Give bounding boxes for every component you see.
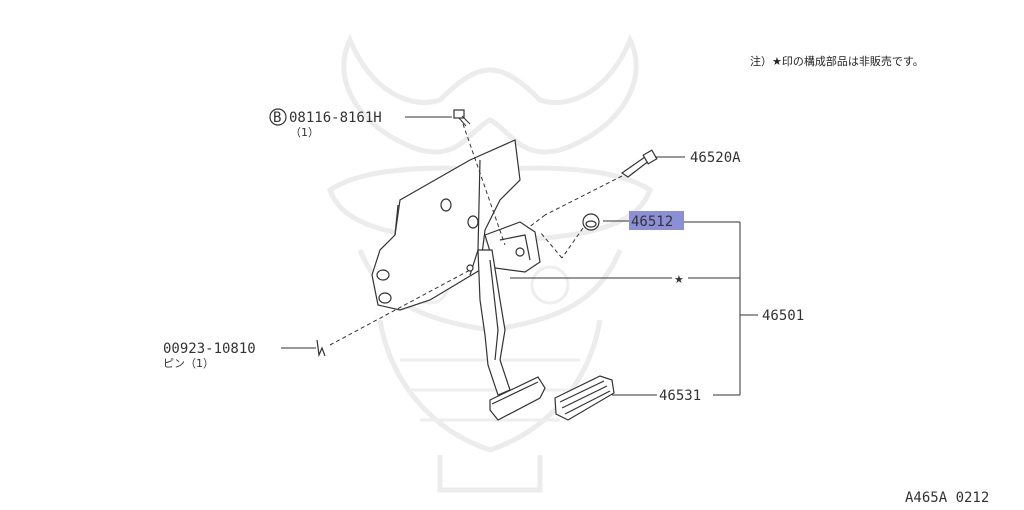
label-08116-qty: （1） [290,126,319,139]
dashed-guides [329,123,623,346]
bolt-46520a [620,149,658,178]
label-08116-8161h[interactable]: 08116-8161H [289,110,382,126]
pedal-bracket [371,139,521,311]
label-46501[interactable]: 46501 [762,308,804,324]
highlight-46512 [629,211,684,230]
bolt-b-circle [269,108,287,126]
diagram-code: A465A 0212 [905,490,989,506]
bushing-46512 [582,213,600,231]
pin-00923 [316,339,326,358]
star-mark: ★ [674,273,684,286]
pedal-pad-mounted [489,376,546,421]
label-46520a[interactable]: 46520A [690,150,741,166]
bolt-top [453,109,471,127]
part-labels[interactable]: B 08116-8161H （1） 46520A 46512 ★ 46501 4… [163,108,804,404]
pedal-pad-part [554,375,615,421]
label-46512[interactable]: 46512 [631,214,673,230]
label-46531[interactable]: 46531 [659,388,701,404]
label-pin-desc: ピン（1） [163,357,214,370]
pedal-arm [477,249,511,396]
label-00923-10810[interactable]: 00923-10810 [163,341,256,357]
bolt-b-symbol: B [273,110,281,126]
leader-lines [281,116,758,396]
pivot-boss [484,221,541,273]
note-not-for-sale: 注）★印の構成部品は非販売です。 [750,54,924,68]
